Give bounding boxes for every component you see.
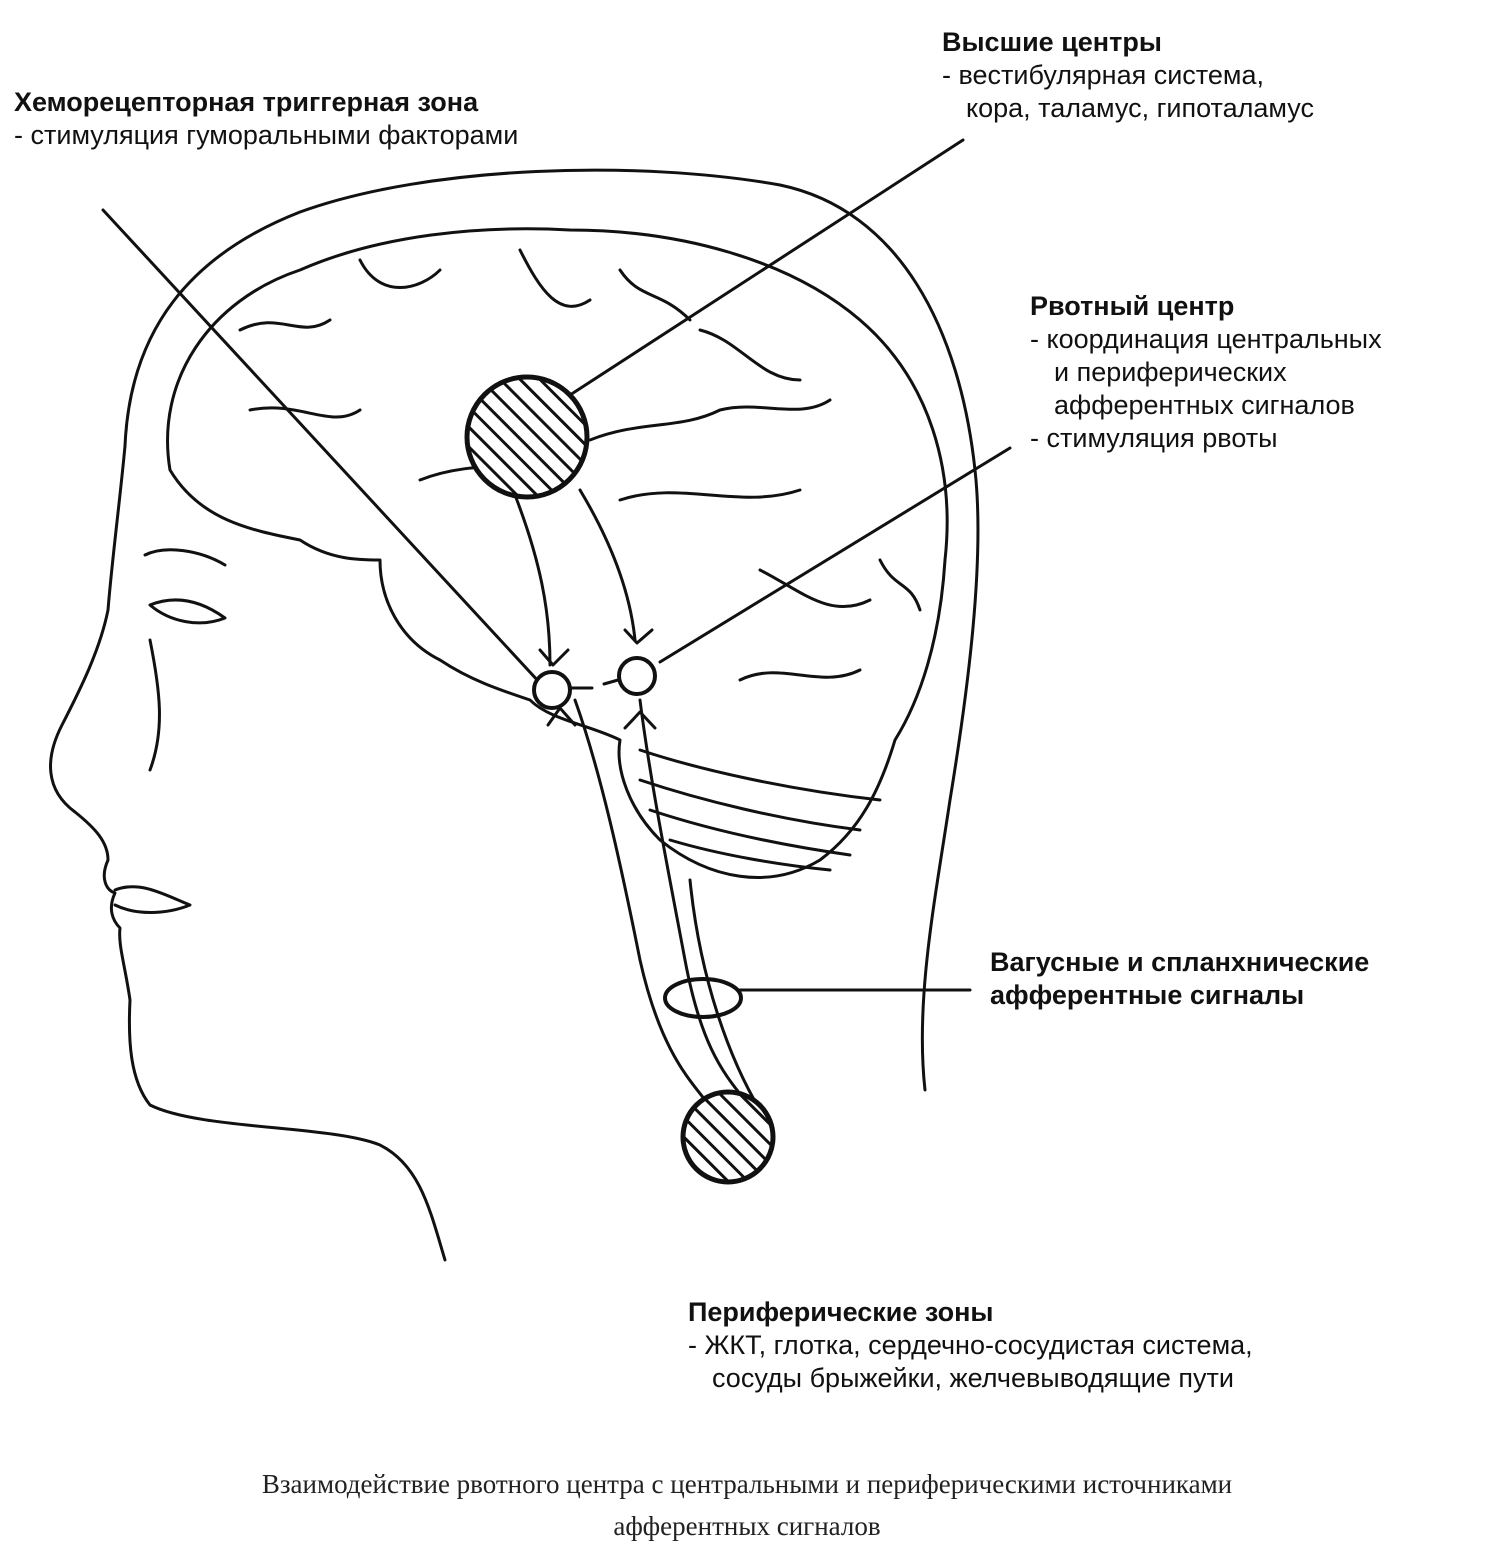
brain-fold [358, 258, 442, 289]
label-line: афферентных сигналов [1054, 390, 1355, 420]
spinal-cord-right [638, 698, 747, 1102]
peripheral-zone-circle [680, 1089, 776, 1185]
label-title: Периферические зоны [688, 1297, 994, 1327]
brain-outline [166, 227, 949, 879]
eye [148, 598, 227, 625]
brain-fold [878, 558, 922, 612]
brain-fold [588, 398, 832, 442]
pointer-vomiting-center [658, 446, 1012, 664]
eyebrow [143, 548, 227, 567]
cerebellum-fold [638, 748, 882, 802]
pathway-right [578, 488, 637, 642]
label-vomiting-center: Рвотный центр - координация центральных … [1030, 290, 1382, 455]
brain-fold [618, 488, 802, 502]
node-branch [623, 628, 654, 645]
label-title: Высшие центры [942, 27, 1162, 57]
label-line: - координация центральных [1030, 324, 1382, 354]
label-line: и периферических [1054, 357, 1287, 387]
pointer-higher-centers [568, 138, 965, 397]
spinal-cord-left [573, 698, 707, 1102]
label-line: - стимуляция гуморальными факторами [14, 120, 519, 150]
label-title: Хеморецепторная триггерная зона [14, 87, 479, 117]
label-line: кора, таламус, гипоталамус [966, 93, 1314, 123]
label-title-2: афферентные сигналы [990, 980, 1305, 1010]
label-line: - вестибулярная система, [942, 60, 1264, 90]
brain-fold [698, 328, 802, 382]
brain-fold [738, 668, 862, 682]
brain-fold [758, 568, 872, 609]
node-branch [546, 706, 577, 727]
cerebellum-fold [638, 778, 862, 832]
chemoreceptor-node [532, 670, 572, 710]
label-line: - ЖКТ, глотка, сердечно-сосудистая систе… [688, 1330, 1253, 1360]
brain-fold [518, 248, 592, 308]
cerebellum-fold [648, 808, 852, 857]
skull-outline [123, 168, 980, 1092]
label-vagal: Вагусные и спланхнические афферентные си… [990, 946, 1369, 1012]
label-title: Рвотный центр [1030, 291, 1235, 321]
lips [113, 885, 192, 914]
figure-caption-line-2: афферентных сигналов [613, 1511, 881, 1541]
pathway-left [513, 493, 552, 667]
nose-line [148, 638, 161, 772]
brain-fold [618, 268, 692, 322]
vagal-ring [663, 977, 743, 1019]
vomiting-center-circle [464, 374, 590, 500]
node-branch [623, 710, 657, 730]
label-chemoreceptor: Хеморецепторная триггерная зона - стимул… [14, 86, 518, 152]
face-profile [49, 444, 447, 1262]
node-branch [538, 648, 570, 667]
label-peripheral: Периферические зоны - ЖКТ, глотка, серде… [688, 1296, 1253, 1395]
cerebellum-fold [668, 838, 832, 872]
label-higher-centers: Высшие центры - вестибулярная система, к… [942, 26, 1314, 125]
node-link [570, 678, 620, 690]
label-line: - стимуляция рвоты [1030, 423, 1278, 453]
vomiting-node [617, 656, 657, 696]
label-line: сосуды брыжейки, желчевыводящие пути [712, 1363, 1234, 1393]
label-title: Вагусные и спланхнические [990, 947, 1370, 977]
pointer-chemoreceptor [101, 208, 542, 685]
figure-caption-line-1: Взаимодействие рвотного центра с централ… [261, 1469, 1233, 1499]
brain-fold [238, 318, 332, 332]
brain-fold [248, 406, 362, 419]
